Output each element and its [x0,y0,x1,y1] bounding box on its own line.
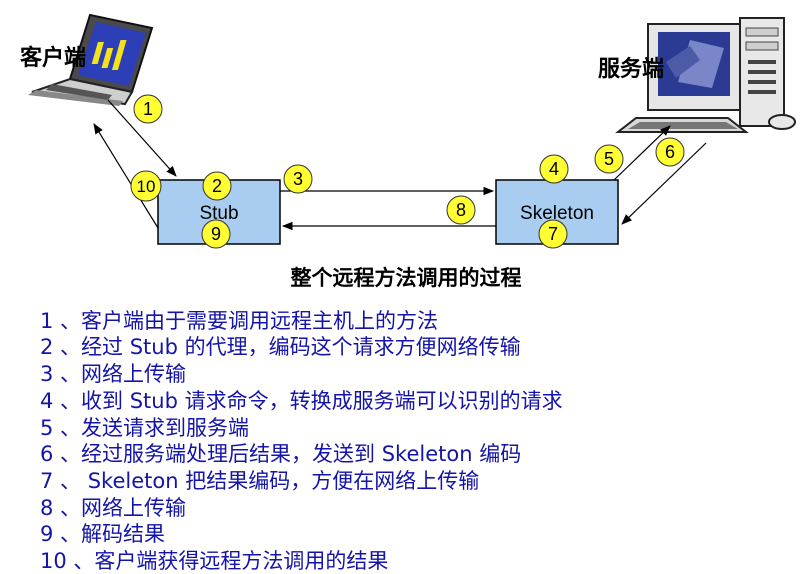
svg-text:10: 10 [137,177,156,196]
svg-text:2: 2 [212,176,222,196]
arrow-stub-to-client [93,123,159,229]
server-label: 服务端 [598,56,665,82]
step-badge-4: 4 [539,154,569,184]
step-item-8: 8 、网络上传输 [40,496,187,520]
arrow-server-to-skeleton [621,142,707,225]
step-item-4: 4 、收到 Stub 请求命令，转换成服务端可以识别的请求 [40,389,563,413]
step-badge-3: 3 [283,164,313,194]
svg-text:7: 7 [548,224,558,244]
step-item-7: 7 、 Skeleton 把结果编码，方便在网络上传输 [40,469,480,493]
svg-text:3: 3 [293,169,303,189]
step-badge-5: 5 [594,144,624,174]
step-badge-10: 10 [130,170,162,202]
step-badge-8: 8 [446,195,476,225]
rmi-flow-diagram: Stub Skeleton 1 2 3 4 5 [28,13,796,249]
svg-text:1: 1 [143,99,153,119]
diagram-title: 整个远程方法调用的过程 [290,265,522,290]
svg-text:6: 6 [665,142,675,162]
arrow-skeleton-to-server [613,125,671,181]
svg-text:5: 5 [604,149,614,169]
step-item-1: 1 、客户端由于需要调用远程主机上的方法 [40,309,439,333]
step-item-10: 10 、客户端获得远程方法调用的结果 [40,549,389,573]
step-badge-9: 9 [201,219,231,249]
arrow-client-to-stub [107,99,177,177]
svg-text:8: 8 [456,200,466,220]
skeleton-label: Skeleton [520,203,594,224]
svg-text:4: 4 [549,159,559,179]
step-badge-6: 6 [655,137,685,167]
step-badge-1: 1 [133,94,163,124]
stub-label: Stub [199,203,238,224]
step-item-5: 5 、发送请求到服务端 [40,416,250,440]
step-item-6: 6 、经过服务端处理后结果，发送到 Skeleton 编码 [40,442,522,466]
desktop-computer-icon [615,17,796,133]
step-item-2: 2 、经过 Stub 的代理，编码这个请求方便网络传输 [40,335,521,359]
step-item-3: 3 、网络上传输 [40,362,187,386]
svg-text:9: 9 [211,224,221,244]
step-item-9: 9 、解码结果 [40,522,166,546]
laptop-icon [28,13,154,106]
step-badge-2: 2 [202,171,232,201]
step-badge-7: 7 [538,219,568,249]
client-label: 客户端 [20,45,87,71]
